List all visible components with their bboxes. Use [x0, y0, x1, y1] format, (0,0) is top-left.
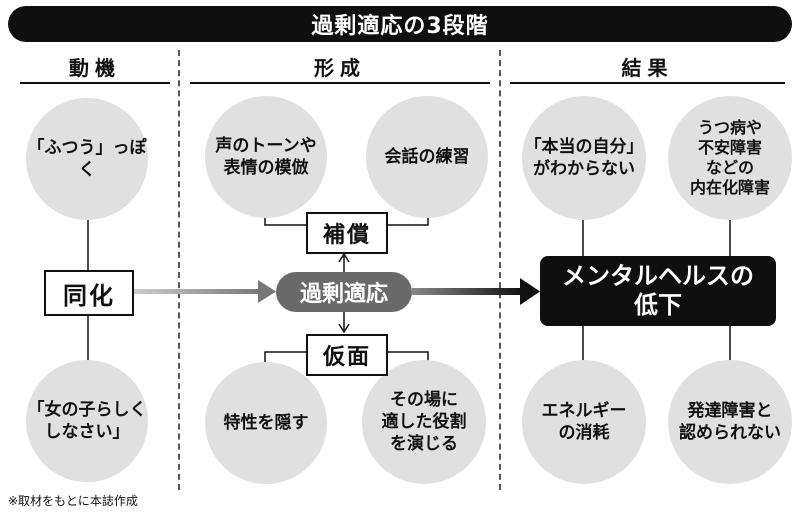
bubble-energy-depletion: エネルギー の消耗 [522, 360, 646, 484]
bubble-internalizing-line4: 内在化障害 [689, 178, 770, 197]
bubble-true-self-unknown-text: 「本当の自分」 がわからない [525, 136, 644, 180]
column-header-result: 結果 [510, 52, 785, 80]
compensation-text: 補償 [322, 223, 371, 248]
bubble-disability-unrecognized: 発達障害と 認められない [668, 360, 792, 484]
mask-box: 仮面 [306, 334, 388, 376]
bubble-true-self-unknown-line2: がわからない [533, 159, 635, 179]
bubble-internalizing-disorders-text: うつ病や 不安障害 などの 内在化障害 [690, 118, 770, 198]
bubble-voice-imitation-line1: 声のトーンや [215, 135, 317, 156]
mask-text: 仮面 [322, 345, 371, 370]
bubble-energy-depletion-line1: エネルギー [541, 400, 627, 421]
arrow-overadapt-head [520, 278, 540, 305]
mental-health-decline-text: メンタルヘルスの 低下 [562, 262, 754, 320]
bubble-disability-unrecognized-line1: 発達障害と [687, 400, 773, 421]
bubble-play-role-text: その場に 適した役割 を演じる [382, 389, 467, 455]
bubble-internalizing-disorders: うつ病や 不安障害 などの 内在化障害 [668, 96, 792, 220]
bubble-hide-traits-text: 特性を隠す [223, 412, 309, 433]
column-header-formation-text: 形成 [314, 56, 366, 80]
arrow-to-compensation-head [338, 252, 350, 263]
bubble-play-role-line1: その場に [390, 389, 458, 410]
bubble-voice-imitation: 声のトーンや 表情の模倣 [205, 96, 327, 218]
bubble-be-girlish-line2: しなさい」 [44, 422, 130, 442]
bubble-play-role-line2: 適した役割 [381, 411, 467, 432]
bubble-internalizing-line1: うつ病や [697, 118, 762, 137]
bubble-internalizing-line3: などの [705, 158, 754, 177]
arrow-assimilation-shaft [132, 289, 260, 294]
column-divider-2 [499, 50, 501, 490]
bubble-normal-like-text: 「ふつう」っぽく [27, 137, 147, 180]
assimilation-box: 同化 [44, 270, 134, 316]
bubble-be-girlish-line1: 「女の子らしく [27, 399, 147, 420]
bubble-energy-depletion-line2: の消耗 [558, 423, 610, 443]
column-header-motive: 動機 [20, 52, 170, 80]
overadaptation-text: 過剰適応 [299, 282, 388, 307]
source-footnote-text: ※取材をもとに本誌作成 [8, 494, 138, 508]
column-header-formation: 形成 [190, 52, 490, 80]
bubble-conversation-practice-text: 会話の練習 [384, 146, 470, 167]
bubble-voice-imitation-text: 声のトーンや 表情の模倣 [215, 135, 316, 179]
bubble-conversation-practice: 会話の練習 [366, 96, 488, 218]
column-rule-result [510, 82, 785, 84]
overadaptation-pill: 過剰適応 [276, 272, 412, 312]
column-rule-motive [20, 82, 170, 84]
assimilation-text: 同化 [63, 281, 115, 310]
bubble-voice-imitation-line2: 表情の模倣 [223, 158, 309, 178]
bubble-be-girlish: 「女の子らしく しなさい」 [26, 360, 148, 482]
bubble-internalizing-line2: 不安障害 [697, 138, 762, 157]
mental-health-decline-line2: 低下 [634, 291, 682, 319]
mental-health-decline-box: メンタルヘルスの 低下 [540, 256, 776, 326]
bubble-disability-unrecognized-line2: 認められない [679, 423, 781, 443]
bubble-true-self-unknown: 「本当の自分」 がわからない [522, 96, 646, 220]
arrow-to-mask-head [338, 323, 350, 334]
bubble-normal-like: 「ふつう」っぽく [26, 98, 148, 220]
column-divider-1 [178, 50, 180, 490]
bubble-true-self-unknown-line1: 「本当の自分」 [524, 136, 644, 157]
source-footnote: ※取材をもとに本誌作成 [8, 492, 138, 509]
compensation-box: 補償 [306, 212, 388, 254]
diagram-title: 過剰適応の3段階 [8, 6, 792, 42]
column-rule-formation [190, 82, 490, 84]
bubble-hide-traits: 特性を隠す [205, 362, 327, 484]
mental-health-decline-line1: メンタルヘルスの [562, 262, 754, 291]
arrow-overadapt-shaft [412, 288, 522, 295]
bubble-play-role-line3: を演じる [390, 434, 458, 455]
bubble-be-girlish-text: 「女の子らしく しなさい」 [28, 399, 147, 443]
bubble-disability-unrecognized-text: 発達障害と 認められない [679, 400, 781, 444]
diagram-title-text: 過剰適応の3段階 [311, 14, 489, 39]
bubble-play-role: その場に 適した役割 を演じる [362, 360, 486, 484]
column-header-motive-text: 動機 [69, 56, 121, 80]
column-header-result-text: 結果 [621, 56, 674, 80]
arrow-assimilation-head [258, 280, 276, 303]
bubble-energy-depletion-text: エネルギー の消耗 [542, 400, 627, 444]
